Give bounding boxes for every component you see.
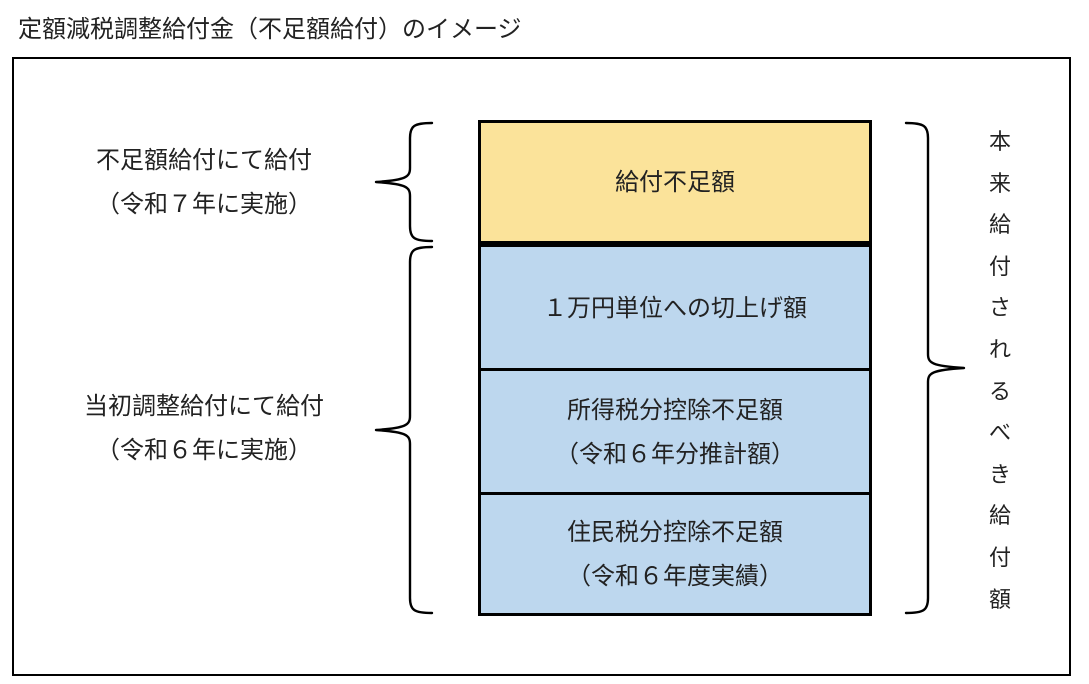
vertical-char: 付 <box>988 545 1011 571</box>
box-resident-tax-shortfall-line2: （令和６年度実績） <box>567 562 783 590</box>
vertical-char: 本 <box>988 130 1011 155</box>
label-original-payment-amount: 本来給付されるべき給付額 <box>978 122 1022 621</box>
label-shortfall-payment-line1: 不足額給付にて給付 <box>96 146 312 174</box>
left-brace-upper <box>374 121 434 243</box>
left-brace-lower <box>374 245 434 615</box>
vertical-char: 額 <box>988 587 1011 613</box>
box-roundup-amount: １万円単位への切上げ額 <box>478 244 872 371</box>
label-initial-payment-line2: （令和６年に実施） <box>96 436 312 464</box>
vertical-char: き <box>988 462 1011 488</box>
box-shortfall-amount-text: 給付不足額 <box>615 168 735 196</box>
vertical-char: れ <box>988 337 1011 363</box>
right-brace <box>904 121 966 615</box>
label-shortfall-payment-line2: （令和７年に実施） <box>96 190 312 218</box>
vertical-char: 来 <box>988 171 1011 197</box>
box-shortfall-amount: 給付不足額 <box>478 120 872 244</box>
box-income-tax-shortfall-line1: 所得税分控除不足額 <box>567 395 783 424</box>
vertical-char: る <box>988 379 1011 405</box>
vertical-char: さ <box>988 296 1011 322</box>
vertical-char: 給 <box>988 504 1011 530</box>
diagram-title: 定額減税調整給付金（不足額給付）のイメージ <box>18 15 522 43</box>
box-income-tax-shortfall-line2: （令和６年分推計額） <box>555 439 795 468</box>
vertical-char: 付 <box>988 254 1011 280</box>
label-initial-payment: 当初調整給付にて給付 （令和６年に実施） <box>40 384 368 472</box>
label-shortfall-payment: 不足額給付にて給付 （令和７年に実施） <box>40 138 368 226</box>
label-initial-payment-line1: 当初調整給付にて給付 <box>84 392 324 420</box>
box-roundup-amount-text: １万円単位への切上げ額 <box>543 293 807 322</box>
box-income-tax-shortfall: 所得税分控除不足額 （令和６年分推計額） <box>478 368 872 495</box>
vertical-char: べ <box>988 421 1011 447</box>
box-resident-tax-shortfall: 住民税分控除不足額 （令和６年度実績） <box>478 492 872 616</box>
diagram-frame <box>12 57 1071 676</box>
box-resident-tax-shortfall-line1: 住民税分控除不足額 <box>567 518 783 546</box>
vertical-char: 給 <box>988 213 1011 239</box>
